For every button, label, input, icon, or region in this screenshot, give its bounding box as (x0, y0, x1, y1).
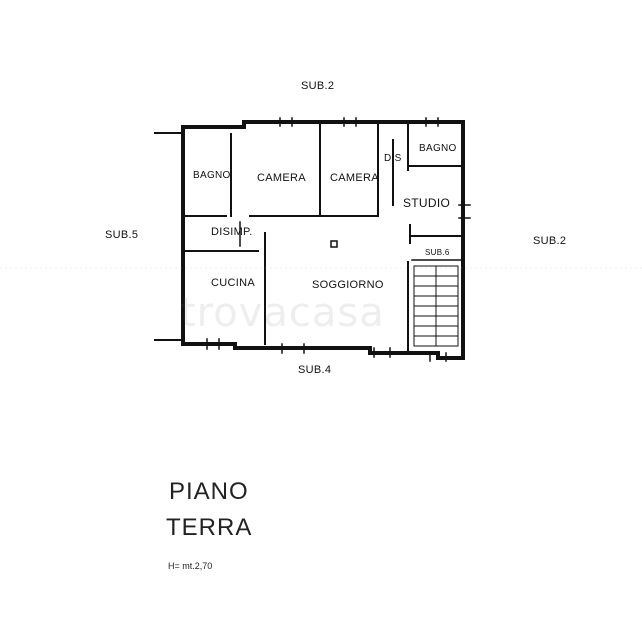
pillar (330, 240, 338, 248)
room-label-dis: DIS (384, 153, 402, 164)
room-label-disimp: DISIMP. (211, 226, 253, 238)
room-label-cucina: CUCINA (211, 277, 255, 289)
windows (206, 117, 471, 362)
neighbor-left-label: SUB.5 (105, 229, 139, 241)
staircase (413, 265, 459, 347)
room-label-camera: CAMERA (257, 172, 306, 184)
room-label-bagno: BAGNO (193, 170, 231, 181)
watermark: trovacasa (180, 290, 385, 336)
floor-title-line2: TERRA (166, 514, 253, 541)
ceiling-height-label: H= mt.2,70 (168, 561, 213, 571)
room-label-bagno: BAGNO (419, 143, 457, 154)
room-label-soggiorno: SOGGIORNO (312, 279, 384, 291)
neighbor-top-label: SUB.2 (301, 80, 335, 92)
neighbor-bottom-label: SUB.4 (298, 364, 332, 376)
floor-title-line1: PIANO (169, 478, 249, 505)
annex-wall (154, 132, 184, 341)
outer-wall (181, 120, 465, 360)
room-label-studio: STUDIO (403, 196, 451, 210)
room-label-camera: CAMERA (330, 172, 379, 184)
room-label-sub6: SUB.6 (425, 248, 450, 257)
neighbor-right-label: SUB.2 (533, 235, 567, 247)
